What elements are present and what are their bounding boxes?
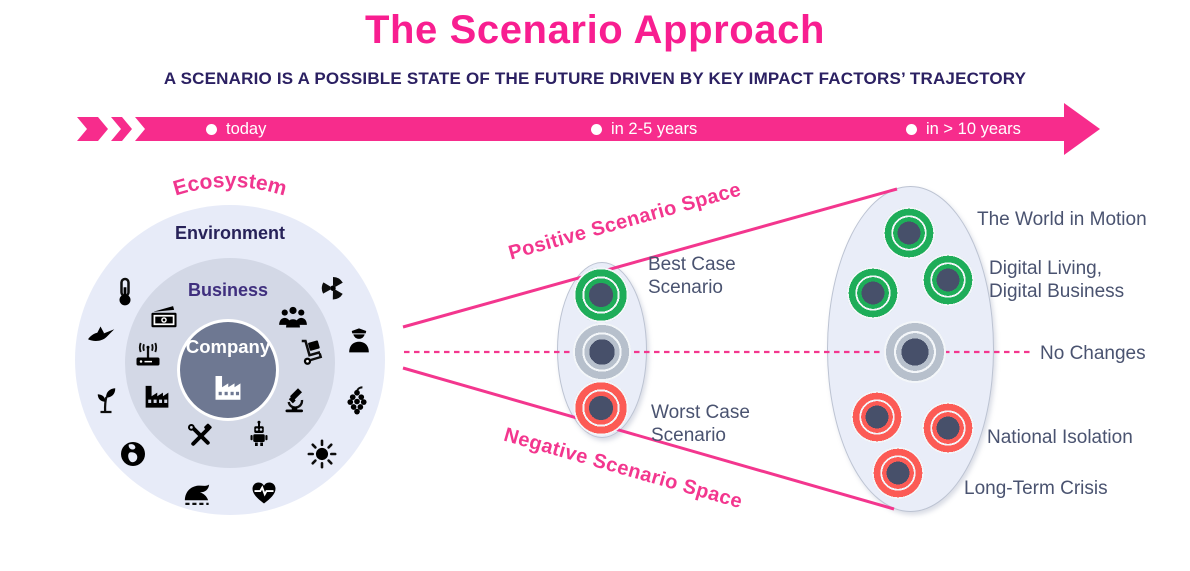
scenario-dot-positive: [883, 207, 935, 259]
router-icon: [133, 339, 163, 369]
heartbeat-icon: [249, 477, 279, 507]
scenario-dot-positive: [573, 267, 629, 323]
page-subtitle: A SCENARIO IS A POSSIBLE STATE OF THE FU…: [163, 69, 1027, 88]
money-icon: [148, 300, 180, 332]
scenario-dot-negative: [872, 447, 924, 499]
scenario-dot-negative: [851, 391, 903, 443]
scenario-label: National Isolation: [987, 427, 1133, 448]
factory-icon: [142, 381, 173, 412]
business-label: Business: [187, 280, 269, 300]
bird-icon: [86, 321, 116, 351]
milestone-dot-icon: [206, 124, 217, 135]
scenario-label: Worst Case Scenario: [651, 402, 750, 447]
microscope-icon: [281, 385, 311, 415]
scenario-label: Digital Living, Digital Business: [989, 258, 1125, 303]
radioactive-icon: [318, 274, 349, 305]
wave-icon: [182, 477, 213, 508]
robot-icon: [244, 419, 274, 449]
police-officer-icon: [344, 325, 375, 356]
timeline-milestone: in > 10 years: [906, 120, 1021, 138]
environment-label: Environment: [174, 223, 285, 243]
scenario-dot-neutral: [573, 323, 631, 381]
timeline-milestone: today: [206, 120, 267, 138]
scenario-label: The World in Motion: [977, 209, 1147, 230]
thermometer-icon: [110, 277, 140, 307]
globe-icon: [118, 439, 148, 469]
milestone-label: today: [226, 120, 267, 138]
scenario-label: No Changes: [1040, 343, 1146, 364]
milestone-label: in > 10 years: [926, 120, 1021, 138]
scenario-dot-neutral: [884, 321, 946, 383]
company-factory-icon: [211, 370, 245, 404]
sun-icon: [307, 439, 338, 470]
timeline-chevron-icon: [111, 117, 132, 141]
scenario-label: Best Case Scenario: [648, 254, 736, 299]
scenario-dot-negative: [573, 380, 629, 436]
page-title: The Scenario Approach: [364, 8, 826, 52]
company-circle: [177, 319, 279, 421]
plant-icon: [91, 385, 121, 415]
hand-truck-icon: [296, 338, 326, 368]
svg-text:Ecosystem: Ecosystem: [171, 169, 290, 201]
timeline-chevron-icon: [77, 117, 108, 141]
scenario-dot-negative: [922, 402, 974, 454]
milestone-label: in 2-5 years: [611, 120, 698, 138]
milestone-dot-icon: [591, 124, 602, 135]
milestone-dot-icon: [906, 124, 917, 135]
company-label: Company: [185, 336, 271, 357]
timeline-milestone: in 2-5 years: [591, 120, 698, 138]
timeline-arrowhead-icon: [1064, 103, 1100, 155]
scenario-label: Long-Term Crisis: [964, 478, 1108, 499]
ecosystem-label: Ecosystem: [171, 169, 290, 201]
scenario-dot-positive: [922, 254, 974, 306]
ecosystem-arc-label: Ecosystem: [171, 169, 290, 201]
scenario-dot-positive: [847, 267, 899, 319]
grapes-icon: [342, 385, 373, 416]
tools-icon: [186, 422, 214, 450]
people-icon: [277, 299, 309, 331]
